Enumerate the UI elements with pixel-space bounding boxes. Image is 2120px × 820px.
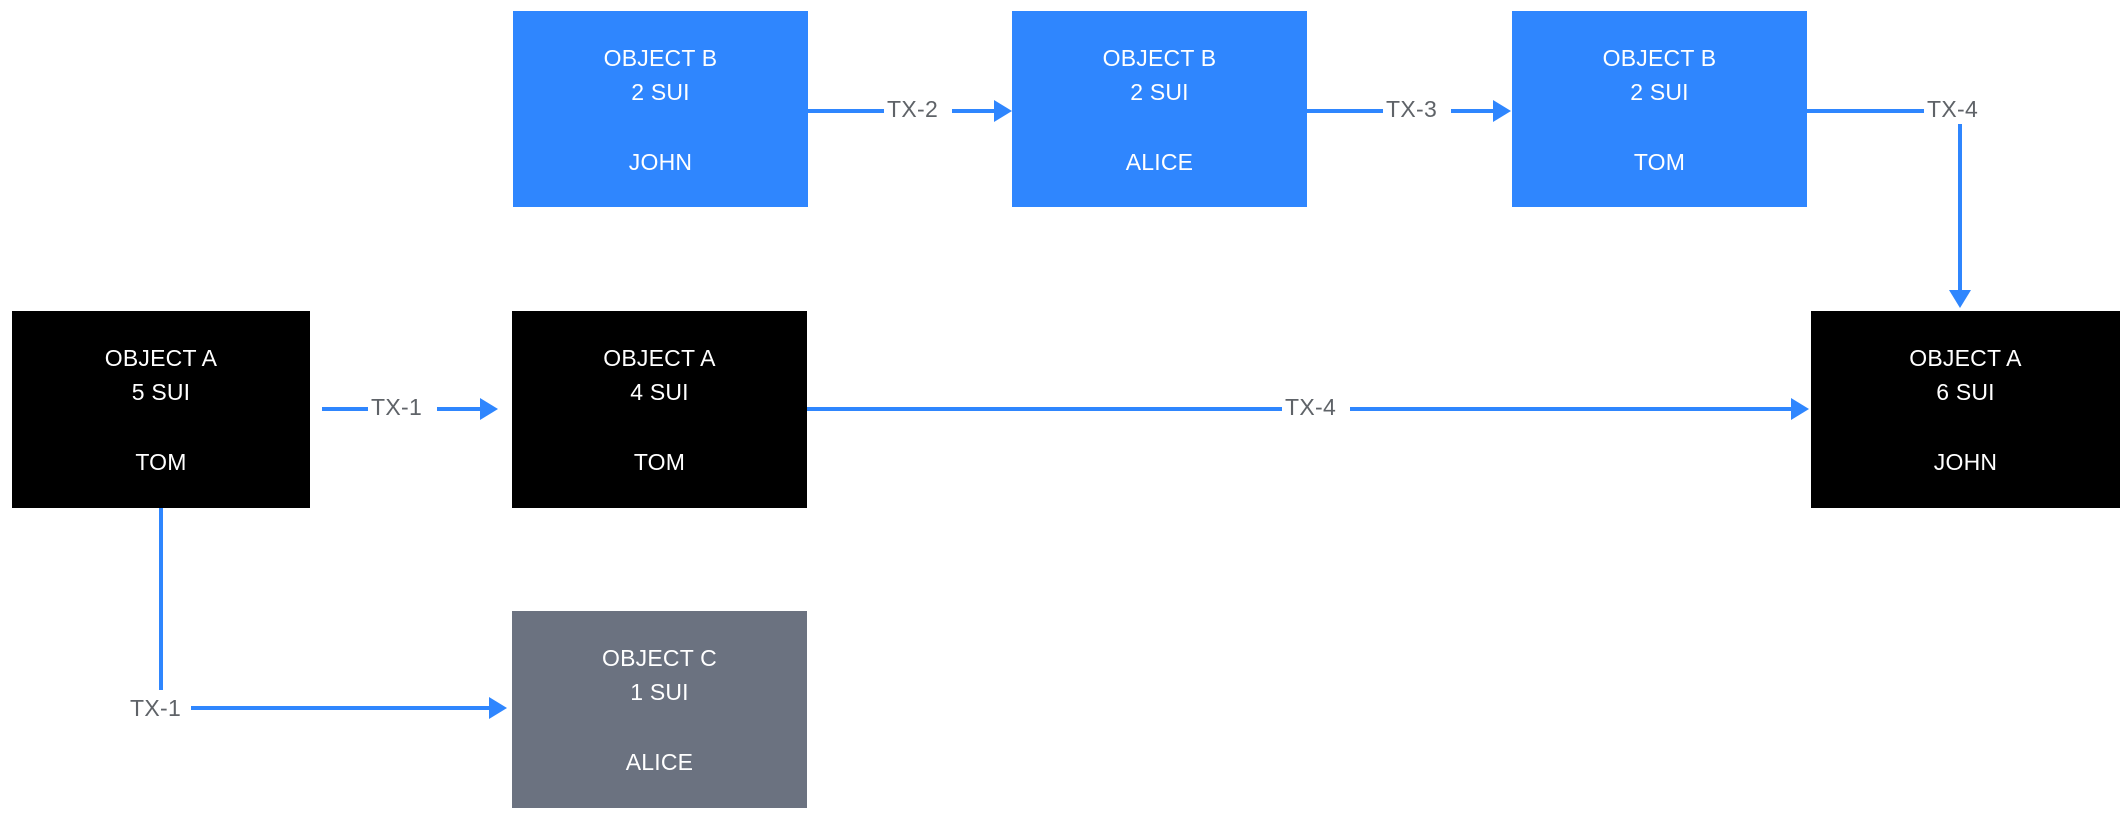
node-object-c-alice[interactable]: OBJECT C 1 SUI ALICE: [512, 611, 807, 808]
node-object-a-4sui-tom[interactable]: OBJECT A 4 SUI TOM: [512, 311, 807, 508]
edge-tx-2-line-right: [952, 109, 996, 113]
arrow-head-tx-3-icon: [1493, 100, 1511, 122]
edge-tx-3-line-left: [1307, 109, 1387, 113]
node-object-a-5sui-tom[interactable]: OBJECT A 5 SUI TOM: [12, 311, 310, 508]
edge-label-tx-4-mid: TX-4: [1282, 394, 1340, 420]
node-object-name: OBJECT B: [603, 45, 718, 71]
node-object-b-alice[interactable]: OBJECT B 2 SUI ALICE: [1012, 11, 1307, 207]
node-object-owner: TOM: [633, 449, 686, 475]
node-object-b-tom[interactable]: OBJECT B 2 SUI TOM: [1512, 11, 1807, 207]
edge-label-tx-3: TX-3: [1383, 96, 1441, 122]
edge-label-tx-1-mid: TX-1: [368, 394, 426, 420]
node-object-owner: TOM: [135, 449, 187, 475]
node-object-name: OBJECT A: [104, 345, 218, 371]
node-object-name: OBJECT B: [1102, 45, 1217, 71]
arrow-head-tx-4-mid-icon: [1791, 398, 1809, 420]
node-object-amount: 2 SUI: [631, 79, 690, 105]
node-object-amount: 4 SUI: [630, 379, 689, 405]
node-object-name: OBJECT A: [603, 345, 716, 371]
node-object-amount: 5 SUI: [131, 379, 191, 405]
arrow-head-tx-4-top-icon: [1949, 290, 1971, 308]
arrow-head-tx-2-icon: [994, 100, 1012, 122]
edge-tx-1-mid-line-left: [322, 407, 372, 411]
edge-tx-3-line-right: [1451, 109, 1495, 113]
arrow-head-tx-1-bottom-icon: [489, 697, 507, 719]
edge-tx-4-top-line-vertical: [1958, 124, 1962, 292]
node-object-name: OBJECT C: [602, 645, 717, 671]
edge-label-tx-1-bottom: TX-1: [127, 695, 185, 721]
edge-label-tx-4-top: TX-4: [1924, 96, 1982, 122]
node-object-b-john[interactable]: OBJECT B 2 SUI JOHN: [513, 11, 808, 207]
edge-tx-4-mid-line-left: [807, 407, 1287, 411]
node-object-owner: TOM: [1633, 149, 1686, 175]
node-object-amount: 1 SUI: [630, 679, 689, 705]
edge-tx-2-line-left: [808, 109, 888, 113]
arrow-head-tx-1-mid-icon: [480, 398, 498, 420]
node-object-name: OBJECT B: [1602, 45, 1717, 71]
edge-tx-1-bottom-line-horizontal: [191, 706, 491, 710]
node-object-amount: 2 SUI: [1630, 79, 1689, 105]
node-object-amount: 6 SUI: [1936, 379, 1995, 405]
node-object-owner: JOHN: [1933, 449, 1998, 475]
node-object-owner: JOHN: [628, 149, 693, 175]
edge-tx-4-mid-line-right: [1350, 407, 1793, 411]
edge-tx-1-bottom-line-vertical: [159, 508, 163, 690]
node-object-owner: ALICE: [1125, 149, 1194, 175]
edge-tx-1-mid-line-right: [437, 407, 482, 411]
node-object-amount: 2 SUI: [1130, 79, 1189, 105]
edge-tx-4-top-line-horizontal: [1807, 109, 1927, 113]
node-object-a-6sui-john[interactable]: OBJECT A 6 SUI JOHN: [1811, 311, 2120, 508]
node-object-owner: ALICE: [625, 749, 694, 775]
edge-label-tx-2: TX-2: [884, 96, 942, 122]
node-object-name: OBJECT A: [1909, 345, 2022, 371]
